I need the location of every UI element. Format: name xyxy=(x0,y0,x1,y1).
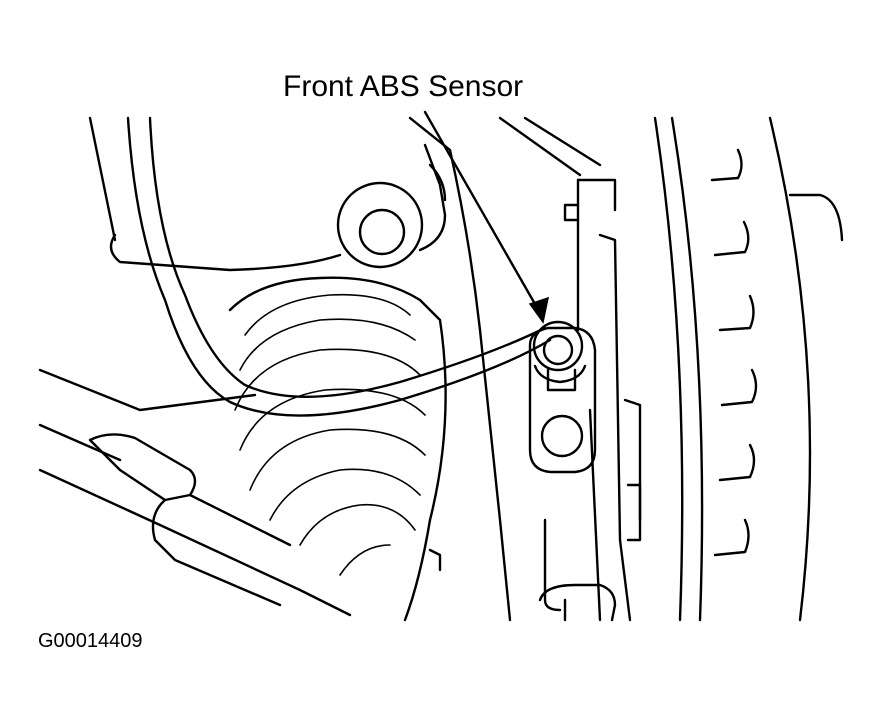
brake-rotor xyxy=(653,116,844,622)
sensor-harness xyxy=(126,116,552,417)
figure-id: G00014409 xyxy=(38,630,143,652)
knuckle-bolt xyxy=(109,143,447,272)
lower-bolt xyxy=(538,583,617,622)
leader-arrow xyxy=(423,110,550,324)
axle-shaft xyxy=(38,368,352,617)
cv-boot xyxy=(228,276,447,622)
callout-label: Front ABS Sensor xyxy=(283,70,524,103)
abs-sensor xyxy=(528,320,597,474)
